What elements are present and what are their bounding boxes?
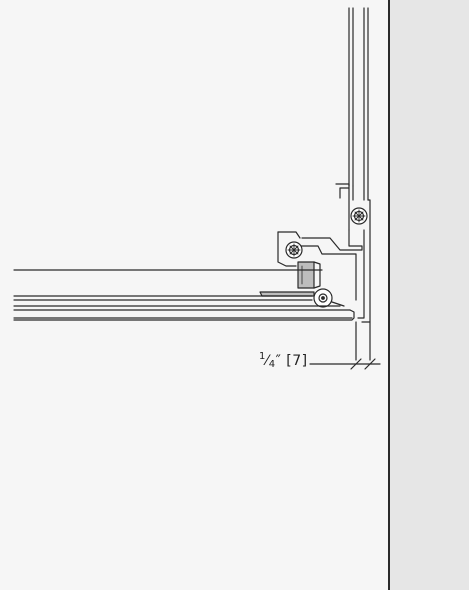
metric-value: [7] [286, 353, 308, 369]
dimension-line [309, 321, 381, 370]
wall-section [388, 0, 469, 590]
dimension-fraction: 1⁄4 [259, 351, 276, 370]
horizontal-frame-profile [277, 229, 363, 301]
horizontal-panel [13, 269, 355, 321]
wall-edge-line [388, 0, 390, 590]
hinge-block [259, 261, 321, 297]
dimension-label: 1⁄4″ [7] [259, 351, 308, 370]
vertical-frame-profile [335, 7, 371, 323]
roller-icon [313, 288, 333, 308]
screw-icon [285, 241, 303, 259]
inch-mark: ″ [275, 353, 282, 369]
screw-icon [350, 207, 368, 225]
